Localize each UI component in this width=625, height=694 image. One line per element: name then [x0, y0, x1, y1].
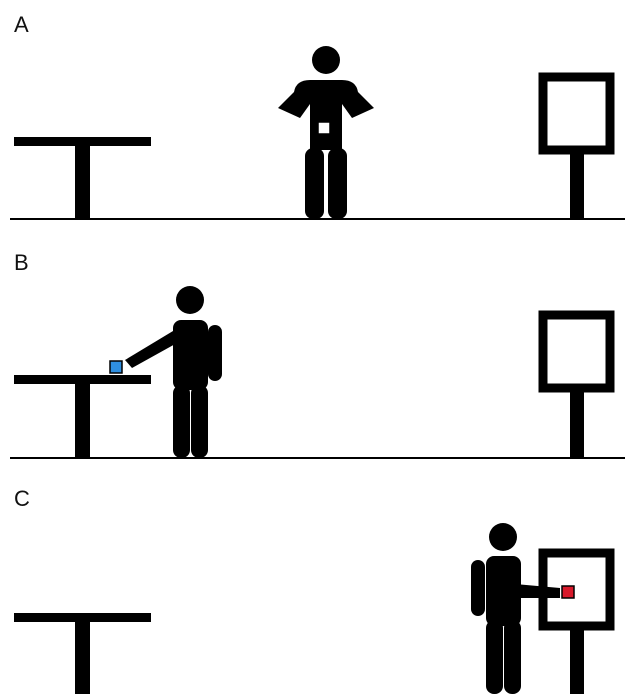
- panel-label-b: B: [14, 250, 29, 275]
- table: [14, 137, 151, 219]
- table: [14, 613, 151, 694]
- frame-sign: [538, 548, 615, 694]
- held-item-red: [561, 585, 575, 599]
- frame-sign: [538, 72, 615, 219]
- panel-a: A: [0, 0, 625, 230]
- person-figure: [278, 46, 374, 219]
- panel-c: C: [0, 460, 625, 694]
- panel-b-scene: [10, 286, 625, 459]
- panel-b: B: [0, 230, 625, 460]
- panel-c-scene: [14, 523, 615, 694]
- panel-a-scene: [10, 46, 625, 220]
- frame-sign: [538, 310, 615, 458]
- panel-label-a: A: [14, 12, 29, 37]
- person-figure: [125, 286, 222, 458]
- table: [14, 375, 151, 458]
- held-item-blue: [109, 360, 123, 374]
- person-figure: [471, 523, 560, 694]
- panel-label-c: C: [14, 486, 30, 511]
- held-item-white: [317, 121, 331, 135]
